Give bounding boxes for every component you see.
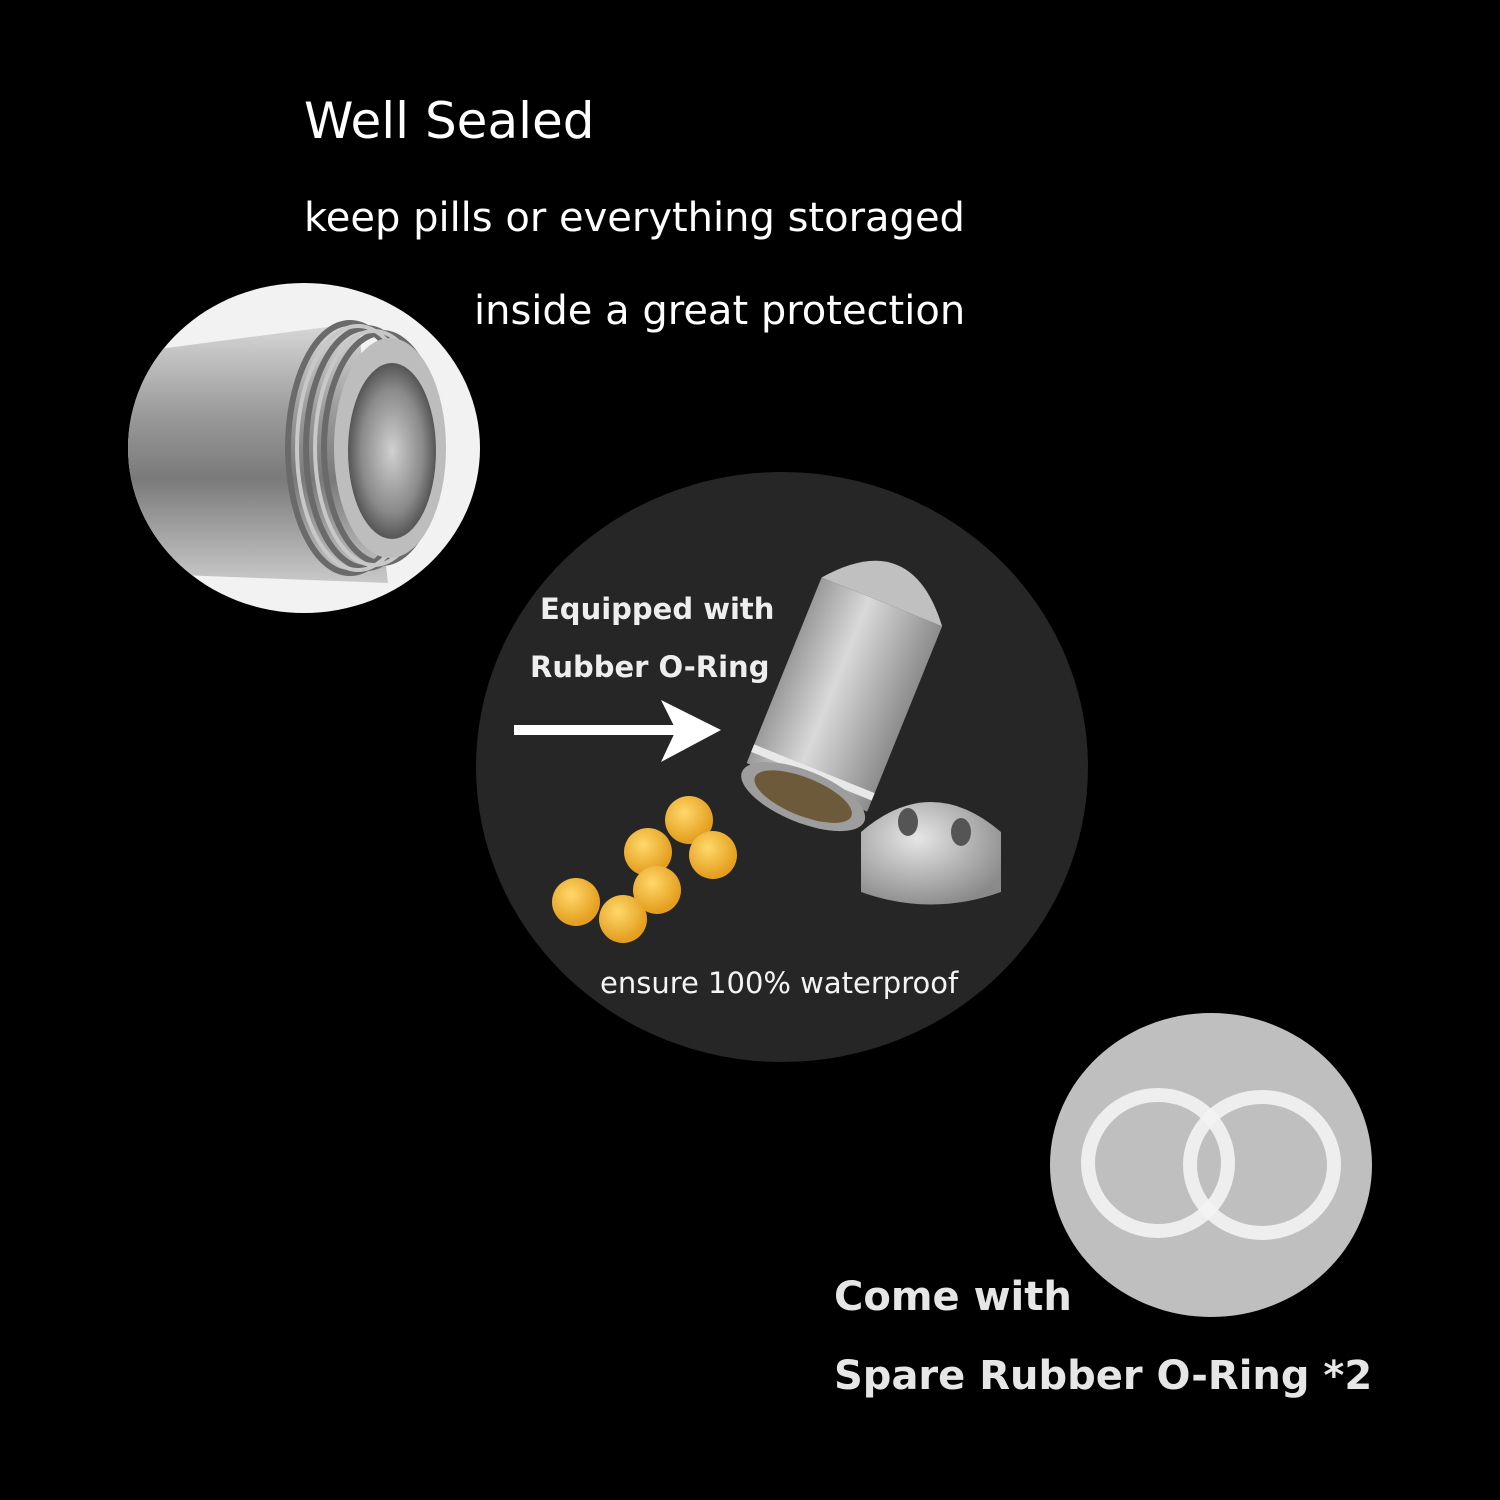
- capsule-container-illustration: [514, 560, 1001, 943]
- o-rings-illustration: [1081, 1088, 1341, 1240]
- pills-group: [552, 796, 737, 943]
- thread-closeup-image: [128, 283, 480, 613]
- threaded-tube-illustration: [128, 320, 446, 583]
- arrow-right-icon: [514, 700, 721, 762]
- page-title: Well Sealed: [304, 92, 595, 150]
- subtitle-line-1: keep pills or everything storaged: [304, 195, 965, 241]
- spare-label-line-2: Spare Rubber O-Ring *2: [834, 1353, 1373, 1399]
- subtitle-line-2: inside a great protection: [474, 288, 966, 334]
- product-image: [476, 472, 1088, 1062]
- spare-oring-image: [1050, 1013, 1372, 1317]
- oring-label-line-2: Rubber O-Ring: [530, 650, 770, 684]
- oring-label-line-1: Equipped with: [540, 592, 775, 626]
- waterproof-label: ensure 100% waterproof: [600, 966, 959, 1000]
- spare-label-line-1: Come with: [834, 1274, 1072, 1320]
